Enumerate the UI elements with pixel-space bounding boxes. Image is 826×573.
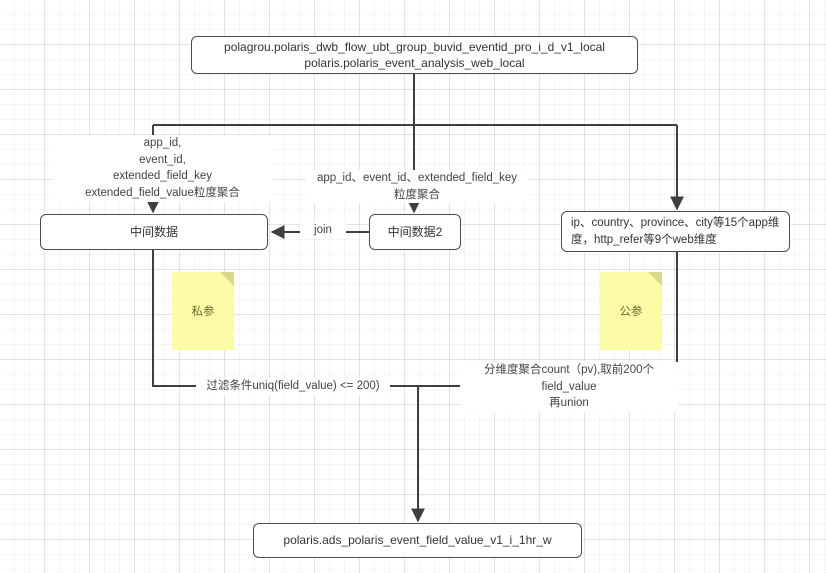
edge-label-join: join [300,222,346,239]
note-fold-corner-icon [648,272,662,286]
node-intermediate-data-2[interactable]: 中间数据2 [369,214,461,250]
edge-label-left-aggregate: app_id, event_id, extended_field_key ext… [52,135,273,202]
note-fold-corner-icon [220,272,234,286]
edge-label-mid-aggregate: app_id、event_id、extended_field_key 粒度聚合 [306,170,528,204]
edge-label-filter-condition: 过滤条件uniq(field_value) <= 200) [196,378,390,395]
node-intermediate-data-1[interactable]: 中间数据 [40,214,268,250]
node-source-table[interactable]: polagrou.polaris_dwb_flow_ubt_group_buvi… [191,36,638,74]
sticky-note-private-label: 私参 [191,306,215,318]
edge-label-dimension-aggregate: 分维度聚合count（pv),取前200个 field_value 再union [460,362,678,413]
node-dimension-list[interactable]: ip、country、province、city等15个app维度，http_r… [561,211,790,252]
sticky-note-private-params[interactable]: 私参 [172,272,234,350]
sticky-note-public-params[interactable]: 公参 [600,272,662,350]
node-target-table[interactable]: polaris.ads_polaris_event_field_value_v1… [253,523,582,558]
sticky-note-public-label: 公参 [619,306,643,318]
